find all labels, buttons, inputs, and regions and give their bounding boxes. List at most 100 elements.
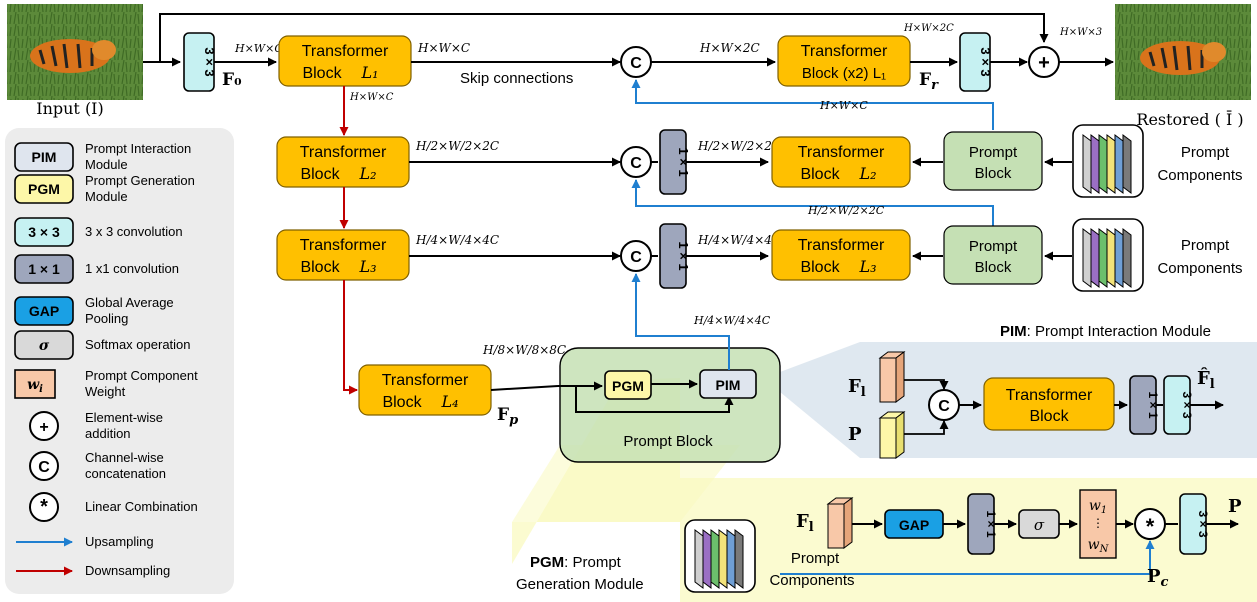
svg-text:C: C	[630, 55, 642, 72]
legend-symbol	[29, 451, 59, 481]
encoder-block-l2: Transformer Block L₂	[276, 136, 410, 188]
encoder-block-l1: Transformer Block L₁	[278, 35, 412, 87]
pim-box: PIM	[699, 369, 757, 399]
pim-feature-fl	[878, 351, 906, 403]
concat-node-3: C	[620, 240, 652, 272]
pgm-prompt-components	[684, 519, 756, 593]
svg-text:Block (x2) L₁: Block (x2) L₁	[802, 65, 886, 82]
pgm-weights: w1 ⋮ wN	[1079, 489, 1117, 559]
svg-text:PIM: PIM	[716, 377, 741, 393]
pim-panel-title: PIM: Prompt Interaction Module	[1000, 323, 1211, 340]
svg-text:Transformer: Transformer	[801, 43, 888, 60]
legend-description: Prompt Component	[85, 368, 198, 383]
upsample-arrow-3	[631, 273, 730, 370]
legend-item: Downsampling	[16, 563, 170, 578]
legend-description: 1 x1 convolution	[85, 261, 179, 276]
legend-description: Module	[85, 157, 128, 172]
dim-h8: H/8×W/8×8C	[482, 343, 566, 357]
legend-item: Upsampling	[16, 534, 154, 549]
legend-swatch	[14, 142, 74, 172]
pim-arrow-fl	[904, 379, 949, 390]
legend-swatch-text: GAP	[29, 303, 59, 319]
decoder-block-l3: Transformer Block L₃	[771, 229, 911, 281]
svg-text:3 × 3: 3 × 3	[202, 47, 217, 76]
prompt-components-level2	[1072, 124, 1144, 198]
pgm-components-label-a: Prompt	[791, 550, 840, 567]
pim-prompt-p	[878, 411, 906, 459]
legend-swatch-text: 1 × 1	[28, 261, 60, 277]
legend-symbol-text: C	[38, 459, 50, 476]
svg-text:1 × 1: 1 × 1	[676, 147, 691, 176]
svg-text:wN: wN	[1088, 537, 1110, 555]
fr-label: Fr	[919, 70, 939, 93]
encoder-block-l4: Transformer Block L₄	[358, 364, 492, 416]
svg-text:⋮: ⋮	[1092, 516, 1104, 530]
legend-swatch	[14, 369, 56, 399]
pim-concat-node: C	[928, 389, 960, 421]
svg-text:GAP: GAP	[899, 517, 929, 533]
svg-text:L₃: L₃	[858, 257, 876, 276]
prompt-component-slice	[694, 529, 704, 589]
prompt-component-slice	[1122, 228, 1132, 288]
prompt-component-slice	[1106, 228, 1116, 288]
prompt-component-slice	[1098, 228, 1108, 288]
input-image	[7, 4, 143, 100]
legend-swatch-text: wi	[27, 377, 43, 395]
legend-description: Pooling	[85, 311, 128, 326]
legend-description: Upsampling	[85, 534, 154, 549]
add-node: +	[1028, 46, 1060, 78]
pim-conv3x3: 3 × 3	[1163, 375, 1194, 435]
legend-swatch	[14, 174, 74, 204]
prompt-component-slice	[718, 529, 728, 589]
svg-text:C: C	[630, 249, 642, 266]
restored-image	[1115, 4, 1251, 100]
prompt-component-slice	[1122, 134, 1132, 194]
pgm-output-label: P	[1228, 496, 1242, 517]
svg-text:Prompt Block: Prompt Block	[623, 433, 713, 450]
dim-hwc-c: H×W×C	[417, 41, 470, 55]
dim-h2-b: H/2×W/2×2C	[697, 139, 781, 153]
concat-node-2: C	[620, 146, 652, 178]
svg-text:Transformer: Transformer	[300, 237, 387, 254]
decoder-block-l1: Transformer Block (x2) L₁	[777, 35, 911, 87]
svg-text:Transformer: Transformer	[798, 237, 885, 254]
svg-text:*: *	[1146, 514, 1155, 539]
prompt-block-level2: Prompt Block	[943, 131, 1043, 191]
svg-text:PGM: PGM	[612, 378, 644, 394]
legend-swatch	[14, 217, 74, 247]
dim-h2-a: H/2×W/2×2C	[415, 139, 499, 153]
pgm-components-label-b: Components	[769, 572, 854, 589]
legend-description: Global Average	[85, 295, 174, 310]
concat-node-1: C	[620, 46, 652, 78]
conv1x1-level2: 1 × 1	[659, 129, 691, 195]
input-label: Input (I)	[36, 99, 104, 118]
svg-text:3 × 3: 3 × 3	[1196, 510, 1210, 537]
svg-text:1 × 1: 1 × 1	[1146, 391, 1160, 418]
conv3x3-input: 3 × 3	[183, 32, 217, 92]
dim-hwc-a: H×W×C	[234, 42, 283, 55]
legend-description: Downsampling	[85, 563, 170, 578]
legend-description: Element-wise	[85, 410, 163, 425]
decoder-block-l2: Transformer Block L₂	[771, 136, 911, 188]
pim-output-label: F̂l	[1197, 367, 1215, 392]
pgm-conv3x3: 3 × 3	[1179, 493, 1210, 555]
svg-text:L₃: L₃	[358, 257, 376, 276]
svg-text:Prompt: Prompt	[969, 238, 1018, 255]
pim-conv1x1: 1 × 1	[1129, 375, 1160, 435]
legend-swatch-text: 3 × 3	[28, 224, 60, 240]
prompt-component-slice	[702, 529, 712, 589]
svg-text:C: C	[938, 398, 950, 415]
pgm-panel-title: PGM: Prompt	[530, 554, 622, 571]
svg-text:Block: Block	[382, 394, 422, 411]
prompt-component-slice	[726, 529, 736, 589]
prompt-component-slice	[1098, 134, 1108, 194]
prompt-block-main: Prompt Block	[559, 347, 781, 463]
svg-text:Block: Block	[800, 259, 840, 276]
